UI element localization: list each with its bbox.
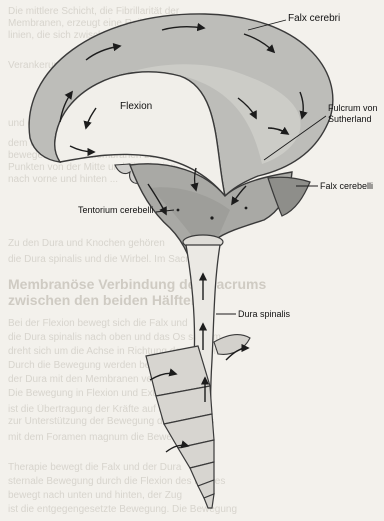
label-falx-cerebri: Falx cerebri xyxy=(288,13,340,24)
label-dura-spinalis: Dura spinalis xyxy=(238,309,290,320)
sacral-wing xyxy=(214,335,250,355)
label-falx-cerebelli: Falx cerebelli xyxy=(320,181,373,192)
label-fulcrum-line1: Fulcrum von xyxy=(328,103,378,114)
label-flexion: Flexion xyxy=(120,101,152,112)
point-marker xyxy=(177,209,180,212)
sacrum-segments xyxy=(146,346,214,508)
point-marker xyxy=(245,207,248,210)
label-fulcrum-line2: Sutherland xyxy=(328,114,372,125)
point-marker xyxy=(210,216,213,219)
label-tentorium-cerebelli: Tentorium cerebelli xyxy=(78,205,154,216)
